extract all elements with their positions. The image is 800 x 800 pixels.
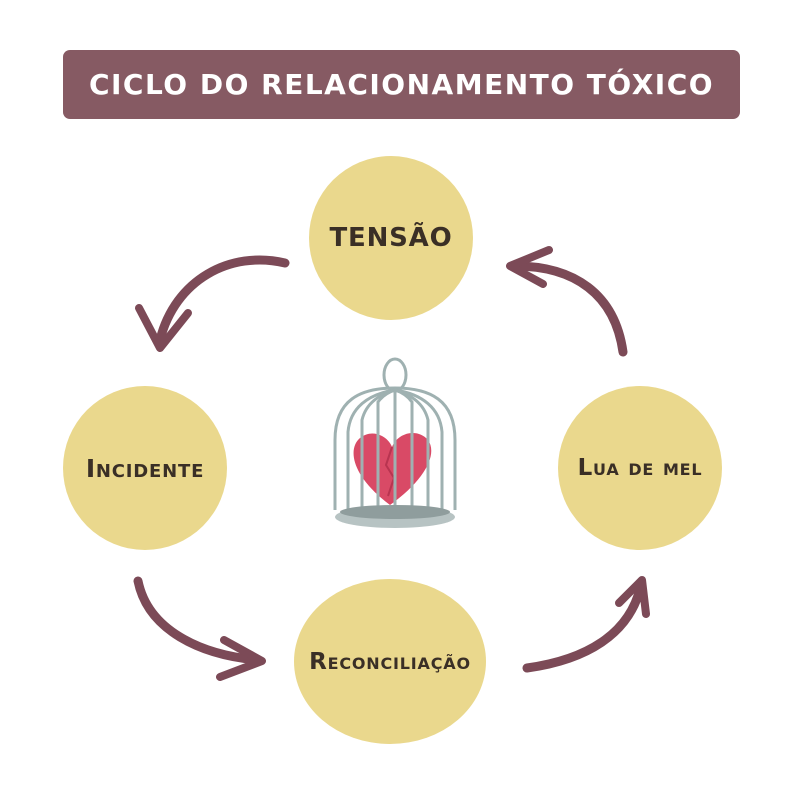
- birdcage-heart-icon: [335, 359, 455, 528]
- arrow-lua-de-mel-to-tensao-icon: [510, 250, 623, 352]
- arrow-reconciliacao-to-lua-de-mel-icon: [527, 580, 646, 668]
- arrow-tensao-to-incidente-icon: [139, 260, 285, 348]
- arrow-incidente-to-reconciliacao-icon: [138, 581, 262, 677]
